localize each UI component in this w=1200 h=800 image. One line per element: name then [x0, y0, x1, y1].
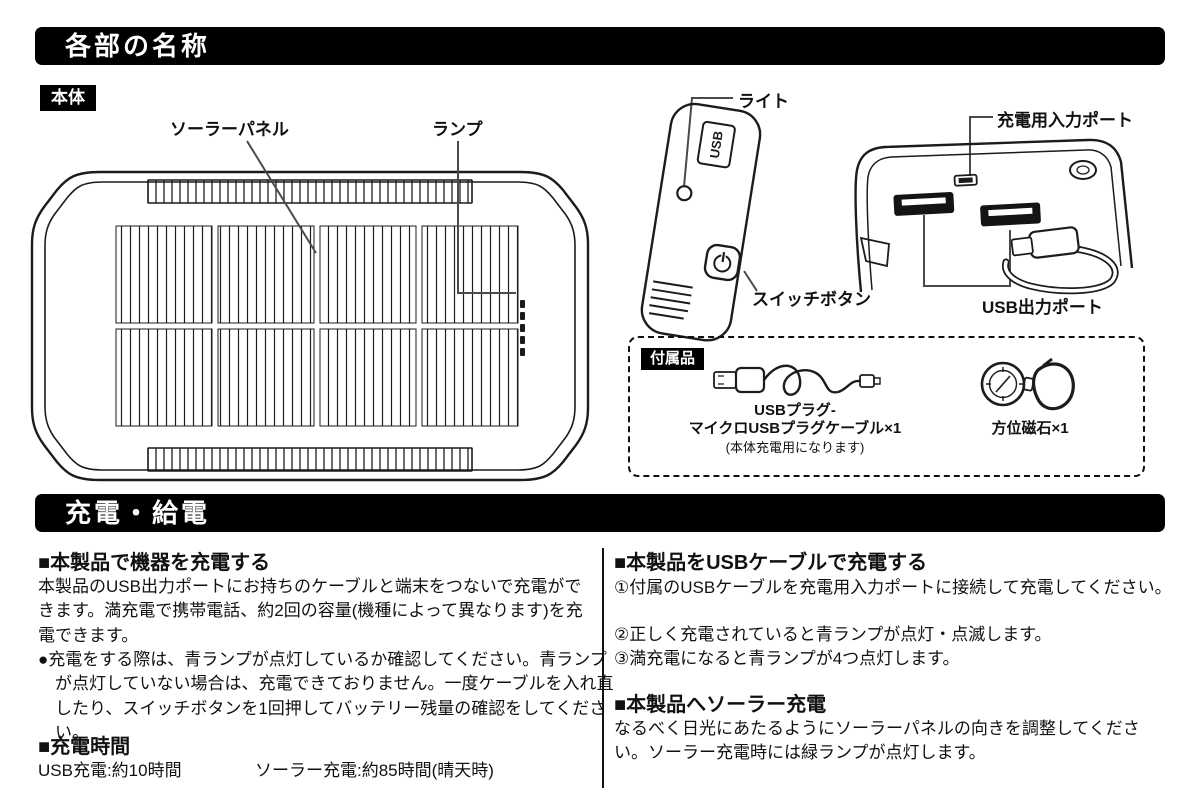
carabiner-icon [1032, 362, 1075, 411]
usb-charge-step-2: ②正しく充電されていると青ランプが点灯・点滅します。 [614, 625, 1052, 644]
section-title-charging: 充電・給電 [35, 494, 1165, 532]
solar-cells [115, 225, 519, 427]
label-line-lamp [457, 141, 516, 294]
note-blue-lamp: ●充電をする際は、青ランプが点灯しているか確認してください。青ランプが点灯してい… [38, 650, 614, 743]
label-line-switch [743, 270, 758, 292]
label-line-light [683, 97, 733, 188]
charge-time-solar: ソーラー充電:約85時間(晴天時) [255, 761, 494, 780]
label-charge-input-port: 充電用入力ポート [997, 111, 1133, 130]
usb-charge-step-3: ③満充電になると青ランプが4つ点灯します。 [614, 649, 960, 668]
accessories-box [628, 336, 1145, 477]
usb-port-text: USB [707, 130, 726, 159]
heading-charge-by-usb: ■本製品をUSBケーブルで充電する [614, 552, 928, 574]
side-grip-lines [648, 280, 693, 320]
heading-charge-device: ■本製品で機器を充電する [38, 552, 271, 574]
heading-solar-charge: ■本製品へソーラー充電 [614, 694, 827, 716]
grip-texture-top [147, 179, 473, 204]
compass-icon [980, 357, 1075, 411]
column-divider [602, 548, 604, 788]
usb-charge-step-1: ①付属のUSBケーブルを充電用入力ポートに接続して充電してください。 [614, 578, 1172, 597]
label-line-solar-panel [246, 140, 317, 254]
grip-texture-bottom [147, 447, 473, 472]
accessories-badge: 付属品 [641, 348, 705, 370]
section-title-parts: 各部の名称 [35, 27, 1165, 65]
strap-tab [859, 236, 890, 268]
accessory-cable-icon [713, 364, 881, 396]
side-view-device: USB [640, 102, 762, 342]
light-icon [676, 185, 693, 202]
cable-plug-icon [1028, 226, 1080, 259]
charge-time-usb: USB充電:約10時間 [38, 761, 182, 780]
corner-view-device [854, 138, 1134, 295]
accessory-cable-name-2: マイクロUSBプラグケーブル×1 [688, 420, 902, 437]
para-solar-charge: なるべく日光にあたるようにソーラーパネルの向きを調整してください。ソーラー充電時… [614, 719, 1140, 763]
label-light: ライト [738, 92, 789, 111]
label-solar-panel: ソーラーパネル [170, 120, 289, 139]
label-line-usb-output [923, 215, 1011, 287]
para-charge-device: 本製品のUSB出力ポートにお持ちのケーブルと端末をつないで充電ができます。満充電… [38, 577, 583, 645]
usb-port-icon [696, 120, 736, 169]
micro-usb-port-icon [953, 173, 978, 187]
screw-hole-icon [1069, 160, 1097, 180]
label-pointer-lines [246, 97, 1011, 294]
label-usb-output-port: USB出力ポート [982, 298, 1103, 317]
accessory-cable-note: (本体充電用になります) [725, 440, 865, 455]
label-line-charge-input [969, 116, 993, 176]
lamp-indicator [520, 300, 525, 356]
label-lamp: ランプ [432, 120, 483, 139]
power-button [703, 243, 742, 282]
accessory-cable-name-1: USBプラグ- [754, 402, 836, 419]
label-switch-button: スイッチボタン [752, 290, 871, 309]
power-bank-top-view [30, 170, 590, 482]
heading-charge-time: ■充電時間 [38, 736, 131, 758]
accessory-compass-name: 方位磁石×1 [991, 420, 1069, 437]
body-badge: 本体 [40, 85, 96, 112]
